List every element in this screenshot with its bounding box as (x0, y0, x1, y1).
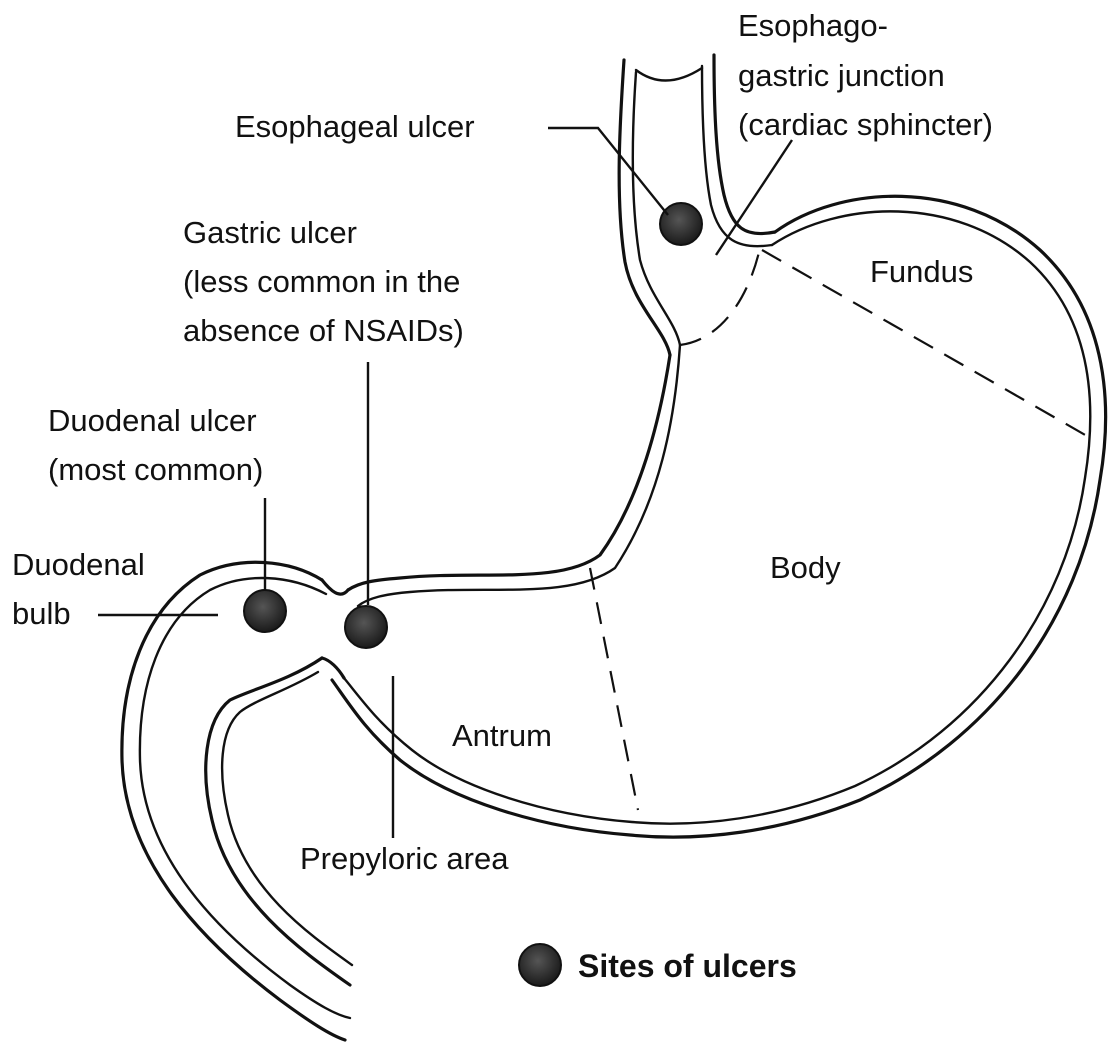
duodenum-upper-inner (140, 578, 350, 1018)
cardia-boundary (680, 248, 760, 345)
duodenal-ulcer-label-line2: (most common) (48, 452, 263, 487)
lesser-curvature-outer (348, 355, 670, 590)
fundus-label: Fundus (870, 254, 973, 289)
gastric-ulcer-label-line3: absence of NSAIDs) (183, 313, 464, 348)
duodenum-upper-outer (122, 562, 345, 1040)
esophageal-ulcer-leader (548, 128, 668, 215)
antrum-label: Antrum (452, 718, 552, 753)
stomach-outline (122, 55, 1106, 1040)
legend-ulcer-icon (519, 944, 561, 986)
pylorus-lower (322, 658, 344, 678)
esophagus-opening (636, 68, 702, 81)
duodenal-bulb-label-line2: bulb (12, 596, 71, 631)
body-label: Body (770, 550, 841, 585)
duodenal-bulb-label-line1: Duodenal (12, 547, 145, 582)
region-boundaries (590, 248, 1094, 810)
duodenal-ulcer-marker (244, 590, 286, 632)
esophagogastric-leader (716, 140, 792, 255)
legend-label: Sites of ulcers (578, 948, 797, 984)
esophagus-right-wall-inner (702, 66, 772, 246)
prepyloric-area-label: Prepyloric area (300, 841, 509, 876)
esophagogastric-label-line3: (cardiac sphincter) (738, 107, 993, 142)
esophagogastric-label-line1: Esophago- (738, 8, 888, 43)
esophageal-ulcer-marker (660, 203, 702, 245)
esophagogastric-label-line2: gastric junction (738, 58, 945, 93)
pylorus-upper (322, 580, 348, 594)
body-antrum-boundary (590, 568, 638, 810)
duodenum-lower-inner (222, 672, 352, 965)
gastric-ulcer-marker (345, 606, 387, 648)
legend: Sites of ulcers (519, 944, 797, 986)
lesser-curvature-inner (358, 345, 680, 606)
esophageal-ulcer-label: Esophageal ulcer (235, 109, 475, 144)
duodenum-lower-outer (206, 658, 350, 985)
labels: Esophago- gastric junction (cardiac sphi… (12, 8, 993, 876)
gastric-ulcer-label-line2: (less common in the (183, 264, 460, 299)
duodenal-ulcer-label-line1: Duodenal ulcer (48, 403, 257, 438)
gastric-ulcer-label-line1: Gastric ulcer (183, 215, 357, 250)
